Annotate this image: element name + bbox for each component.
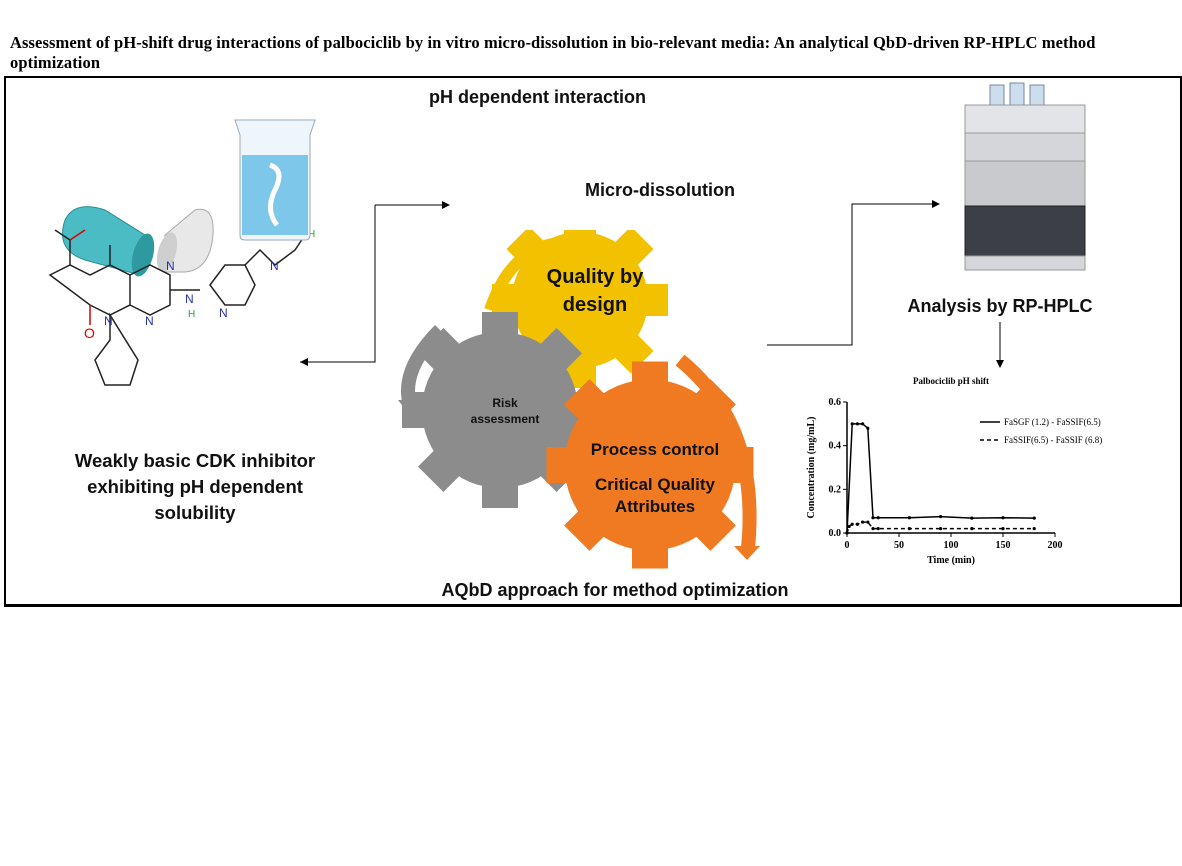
svg-text:H: H [188, 309, 195, 320]
data-point [907, 516, 911, 520]
svg-text:N: N [145, 314, 154, 328]
legend-label: FaSSIF(6.5) - FaSSIF (6.8) [1004, 435, 1102, 445]
y-tick-label: 0.6 [829, 397, 842, 408]
data-point [845, 531, 849, 535]
data-point [1001, 527, 1005, 531]
data-point [876, 527, 880, 531]
x-axis-label: Time (min) [927, 555, 975, 566]
data-point [850, 422, 854, 426]
gear-cluster [398, 230, 760, 569]
data-point [855, 522, 859, 526]
data-point [939, 527, 943, 531]
palbociclib-structure-icon: O N N N N H N N H [48, 225, 315, 386]
qbd-gear-label: Quality by design [546, 266, 644, 316]
data-point [871, 516, 875, 520]
svg-text:N: N [166, 259, 175, 273]
y-tick-label: 0.0 [829, 528, 842, 539]
atom-o: O [84, 325, 95, 341]
process-control-label: Process control [590, 440, 720, 459]
data-point [907, 527, 911, 531]
data-point [1001, 516, 1005, 520]
data-point [939, 515, 943, 519]
svg-text:N: N [219, 306, 228, 320]
y-tick-label: 0.4 [829, 441, 842, 452]
data-point [850, 522, 854, 526]
data-point [861, 422, 865, 426]
data-point [866, 426, 870, 430]
drug-description: Weakly basic CDK inhibitor exhibiting pH… [74, 450, 316, 523]
data-point [866, 520, 870, 524]
micro-dissolution-label: Micro-dissolution [585, 180, 735, 200]
process-control-gear [546, 361, 754, 569]
x-tick-label: 100 [944, 540, 959, 551]
legend-label: FaSGF (1.2) - FaSSIF(6.5) [1004, 417, 1101, 427]
y-axis-label: Concentration (mg/mL) [806, 417, 817, 519]
data-point [970, 527, 974, 531]
cqa-label: Critical Quality Attributes [595, 475, 715, 516]
page-title: Assessment of pH-shift drug interactions… [10, 33, 1096, 72]
data-point [847, 524, 851, 529]
data-point [871, 527, 875, 531]
data-point [855, 422, 859, 426]
chart-title: Palbociclib pH shift [913, 376, 989, 386]
data-point [876, 516, 880, 520]
analysis-label: Analysis by RP-HPLC [907, 296, 1093, 316]
dissolution-chart: Palbociclib pH shift 0 50 100 150 200 0.0 0.2 0.… [806, 376, 1102, 566]
x-tick-label: 50 [894, 540, 904, 551]
svg-text:N: N [104, 314, 113, 328]
x-tick-label: 0 [845, 540, 850, 551]
data-point [861, 520, 865, 524]
data-point [1032, 527, 1036, 531]
x-tick-label: 200 [1048, 540, 1063, 551]
hplc-instrument-icon [964, 82, 1086, 271]
x-tick-label: 150 [996, 540, 1011, 551]
y-tick-label: 0.2 [829, 484, 842, 495]
ph-dependent-label: pH dependent interaction [428, 87, 646, 107]
aqbd-label: AQbD approach for method optimization [441, 580, 789, 600]
beaker-icon [234, 119, 316, 241]
data-point [970, 516, 974, 520]
data-point [1032, 516, 1036, 520]
risk-gear-label: Risk assessment [470, 396, 540, 426]
svg-text:N: N [185, 292, 194, 306]
svg-text:N: N [270, 259, 279, 273]
graphical-abstract-frame [4, 76, 1182, 607]
